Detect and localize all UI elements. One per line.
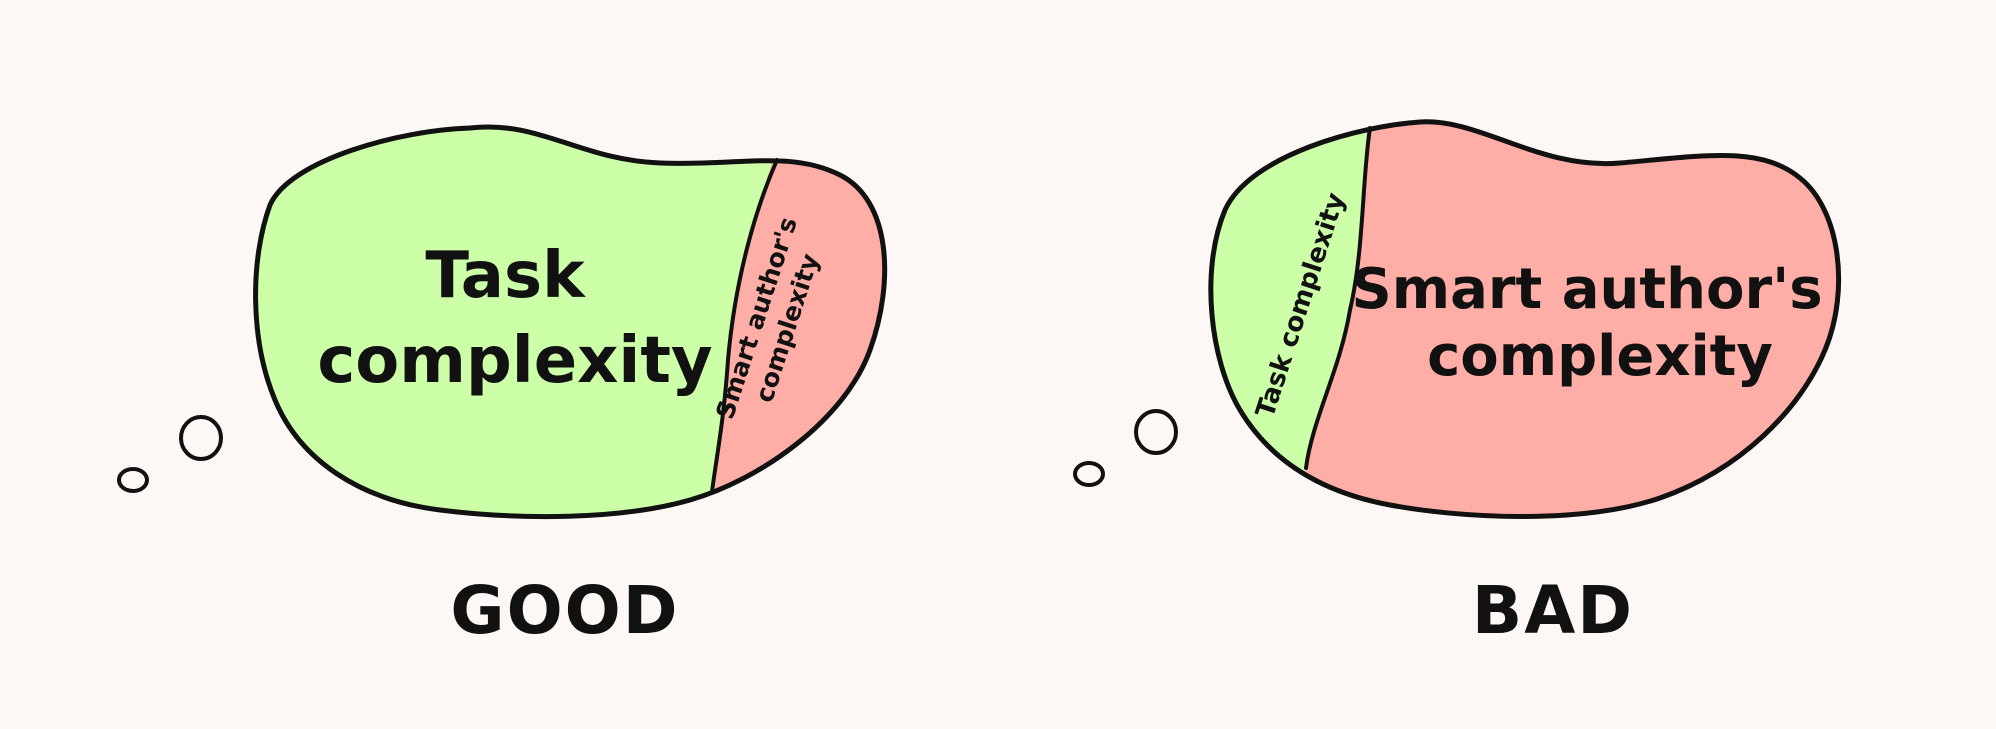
good-thought-bubble-outline xyxy=(253,124,888,520)
bad-trail-bubble-large xyxy=(1134,409,1178,455)
good-task-region xyxy=(255,126,885,517)
good-trail-bubble-large xyxy=(179,415,223,461)
bad-panel: Task complexity Smart author's complexit… xyxy=(1073,119,1842,649)
bad-trail-bubble-small xyxy=(1073,461,1105,487)
good-task-label-line1: Task xyxy=(425,239,586,313)
good-trail-bubble-small xyxy=(117,467,149,493)
good-divider-line xyxy=(710,158,779,494)
good-panel: Task complexity Smart author's complexit… xyxy=(117,124,888,649)
good-verdict-label: GOOD xyxy=(450,572,679,649)
bad-author-label-line1: Smart author's xyxy=(1351,257,1822,322)
bad-thought-bubble-outline xyxy=(1208,119,1842,519)
good-task-label-line2: complexity xyxy=(317,324,712,398)
bad-author-label-line2: complexity xyxy=(1427,324,1773,389)
bad-divider-line xyxy=(1304,126,1372,470)
bad-verdict-label: BAD xyxy=(1472,572,1634,649)
